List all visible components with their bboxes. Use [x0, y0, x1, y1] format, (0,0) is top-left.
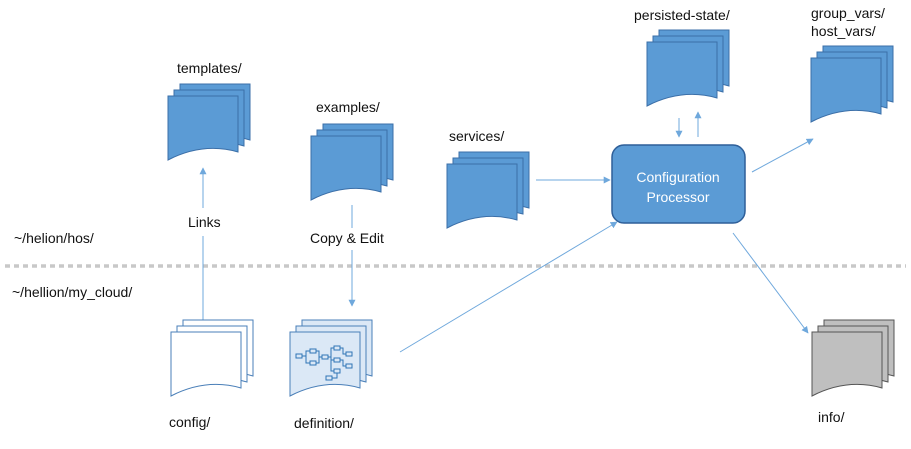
- hos-path-label: ~/helion/hos/: [14, 230, 94, 246]
- services-label: services/: [449, 128, 504, 144]
- services-document-stack-icon: [446, 151, 530, 229]
- diagram-icon: [295, 345, 353, 381]
- info-label: info/: [818, 409, 845, 425]
- examples-label: examples/: [316, 99, 380, 115]
- templates-document-stack-icon: [167, 83, 251, 161]
- host-vars-label: host_vars/: [811, 23, 876, 39]
- group-vars-label: group_vars/: [811, 5, 885, 21]
- connectors: [199, 111, 814, 353]
- templates-label: templates/: [177, 60, 242, 76]
- examples-document-stack-icon: [310, 123, 394, 201]
- processor-line-2: Processor: [646, 189, 709, 205]
- processor-line-1: Configuration: [636, 169, 719, 185]
- config-label: config/: [169, 414, 210, 430]
- arrow-processor-to-info: [732, 232, 809, 334]
- my-cloud-path-label: ~/hellion/my_cloud/: [12, 284, 132, 300]
- config-document-stack-icon: [170, 319, 254, 397]
- group-vars-document-stack-icon: [810, 45, 894, 123]
- arrow-definition-to-processor: [399, 221, 618, 353]
- definition-label: definition/: [294, 415, 354, 431]
- configuration-processor-node: Configuration Processor: [611, 144, 746, 224]
- arrow-processor-to-groupvars: [751, 138, 814, 173]
- info-document-stack-icon: [811, 319, 895, 397]
- persisted-state-label: persisted-state/: [634, 7, 730, 23]
- persisted-state-document-stack-icon: [646, 29, 730, 107]
- links-label: Links: [188, 214, 221, 230]
- copy-edit-label: Copy & Edit: [310, 230, 384, 246]
